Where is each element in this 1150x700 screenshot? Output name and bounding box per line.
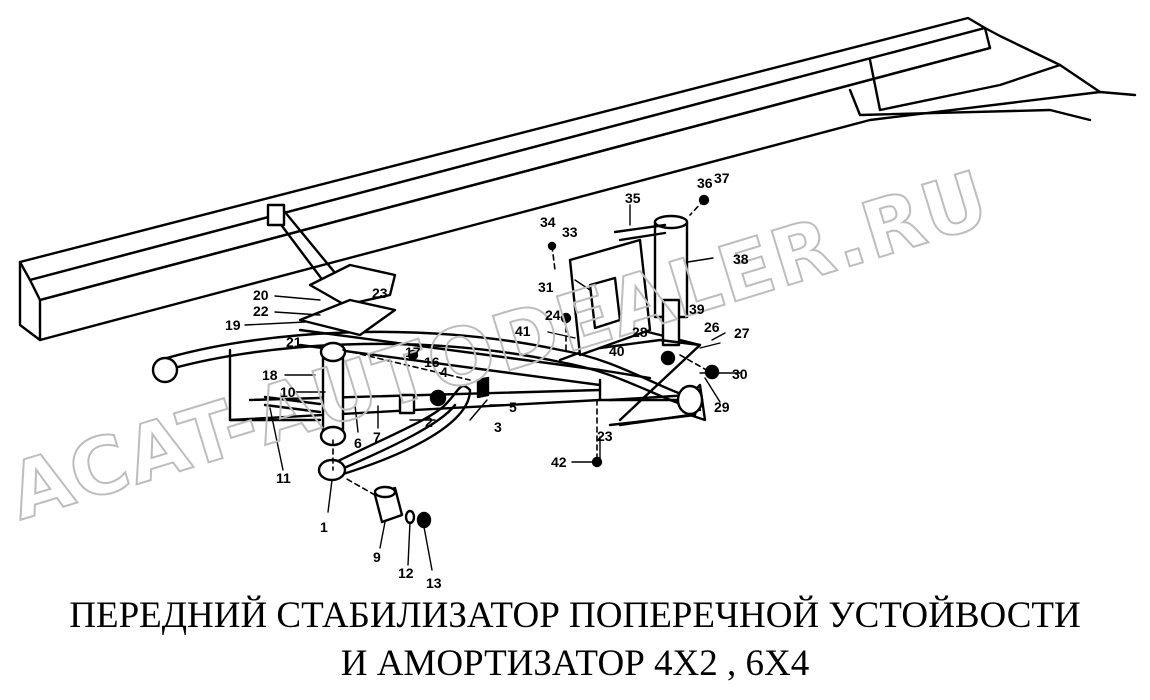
callout-label: 1 (320, 519, 328, 535)
callout-label: 35 (625, 190, 641, 206)
callout-label: 10 (280, 384, 296, 400)
callout-label: 22 (253, 303, 269, 319)
callout-label: 41 (515, 323, 531, 339)
callout-label: 37 (714, 170, 730, 186)
exploded-parts-diagram: ACAT-AUTODEALER.RU 1 2 3 4 5 6 7 9 10 11… (0, 16, 1137, 590)
caption-line-1: ПЕРЕДНИЙ СТАБИЛИЗАТОР ПОПЕРЕЧНОЙ УСТОЙВО… (69, 595, 1081, 636)
spring-seat (298, 263, 397, 337)
callout-label: 4 (440, 364, 448, 380)
callout-label: 23 (597, 428, 613, 444)
callout-label: 26 (704, 319, 720, 335)
watermark: ACAT-AUTODEALER.RU (0, 154, 1000, 538)
assembly-leaders (332, 199, 711, 496)
callout-label: 31 (538, 279, 554, 295)
callout-label: 38 (733, 251, 749, 267)
callout-leaders (244, 204, 741, 571)
callout-label: 13 (426, 575, 442, 590)
callout-label: 2 (425, 414, 433, 430)
callout-label: 19 (225, 317, 241, 333)
callout-label: 6 (354, 435, 362, 451)
callout-label: 40 (609, 343, 625, 359)
steering-arm (608, 383, 707, 427)
shock-absorber (613, 214, 689, 347)
callout-label: 30 (732, 366, 748, 382)
frame-rail (18, 16, 1137, 342)
callout-label: 3 (494, 419, 502, 435)
callout-label: 9 (373, 549, 381, 565)
callout-label: 29 (714, 399, 730, 415)
callout-label: 34 (540, 214, 556, 230)
bushing (373, 485, 432, 529)
stabilizer-link (263, 341, 347, 447)
shock-bracket (568, 238, 702, 357)
callout-numbers: 1 2 3 4 5 6 7 9 10 11 12 13 16 17 18 19 … (225, 170, 750, 590)
callout-label: 11 (276, 470, 291, 486)
callout-label: 28 (632, 324, 648, 340)
callout-label: 18 (262, 367, 278, 383)
callout-label: 12 (398, 565, 414, 581)
hardware (398, 194, 720, 468)
callout-label: 5 (509, 399, 517, 415)
callout-label: 36 (697, 175, 713, 191)
caption-line-2: И АМОРТИЗАТОР 4X2 , 6X4 (340, 643, 810, 684)
callout-label: 33 (562, 224, 578, 240)
callout-label: 24 (545, 307, 561, 323)
callout-label: 7 (373, 429, 381, 445)
callout-label: 17 (405, 344, 421, 360)
callout-label: 23 (372, 285, 388, 301)
callout-label: 16 (424, 354, 440, 370)
callout-label: 42 (551, 454, 567, 470)
callout-label: 27 (734, 325, 750, 341)
callout-label: 20 (253, 287, 269, 303)
callout-label: 21 (286, 334, 302, 350)
callout-label: 39 (689, 301, 705, 317)
diagram-caption: ПЕРЕДНИЙ СТАБИЛИЗАТОР ПОПЕРЕЧНОЙ УСТОЙВО… (0, 592, 1150, 688)
